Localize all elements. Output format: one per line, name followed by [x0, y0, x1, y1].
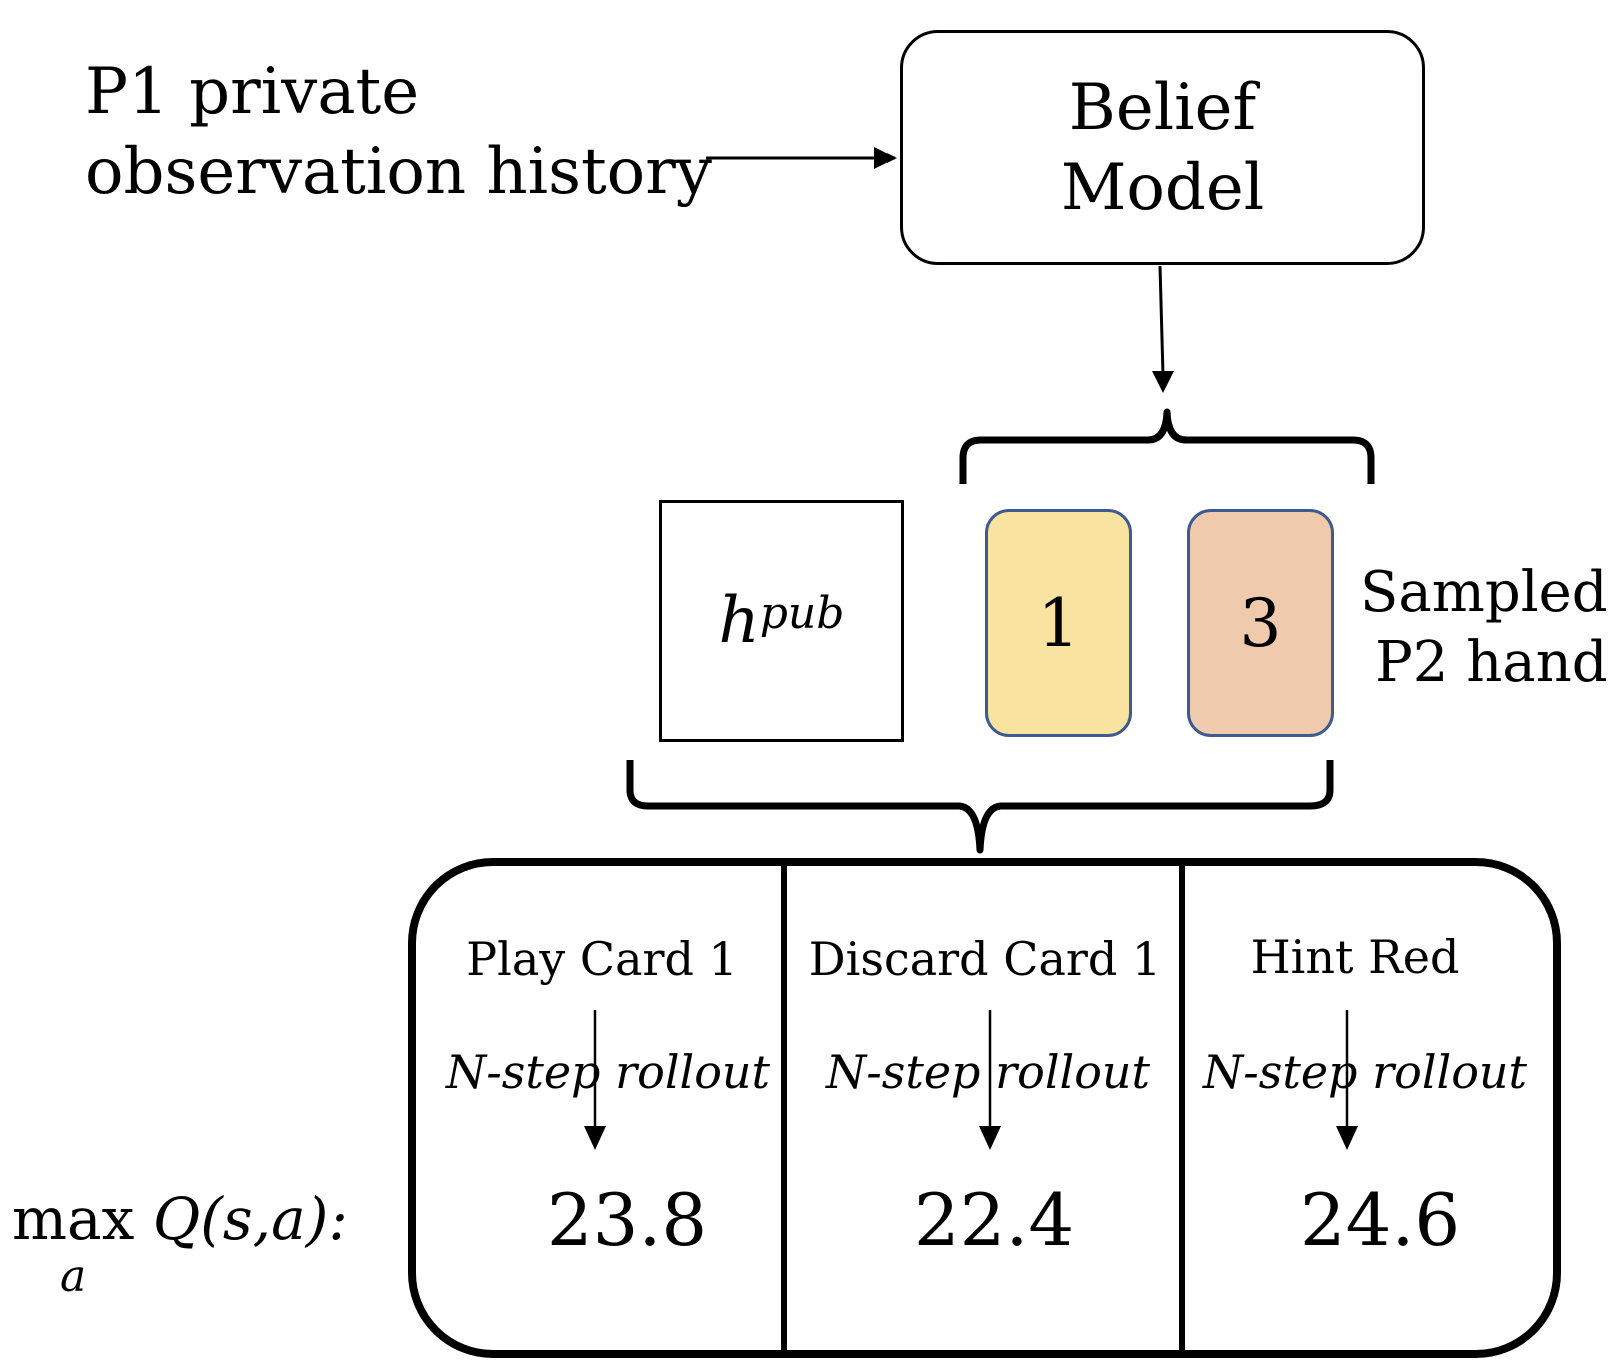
action-label-hint: Hint Red — [1250, 930, 1460, 984]
action-label-discard: Discard Card 1 — [808, 932, 1162, 986]
observation-line-1: P1 private — [85, 55, 420, 129]
q-value-discard: 22.4 — [913, 1178, 1075, 1262]
max-q-label: max a Q(s,a): — [12, 1185, 348, 1302]
q-value-hint: 24.6 — [1299, 1178, 1461, 1262]
rollout-label-hint: N-step rollout — [1202, 1045, 1528, 1099]
max-operator: max — [12, 1185, 135, 1253]
rollout-arrowhead-play — [584, 1126, 606, 1150]
action-evaluation-box — [408, 858, 1561, 1358]
obs-to-belief-arrowhead — [874, 147, 896, 169]
hand-brace — [959, 408, 1375, 484]
observation-history-label: P1 private observation history — [85, 52, 712, 212]
card-2: 3 — [1187, 509, 1334, 737]
belief-to-hand-arrowhead — [1152, 371, 1174, 393]
state-brace — [626, 760, 1334, 854]
card-2-value: 3 — [1239, 584, 1282, 662]
public-history-base: h — [718, 584, 760, 658]
q-expression: Q(s,a): — [152, 1185, 348, 1253]
card-1: 1 — [985, 509, 1132, 737]
observation-line-2: observation history — [85, 135, 712, 209]
rollout-label-play: N-step rollout — [445, 1045, 771, 1099]
belief-model-line-2: Model — [1060, 150, 1265, 225]
q-value-play: 23.8 — [546, 1178, 708, 1262]
rollout-arrowhead-hint — [1336, 1126, 1358, 1150]
belief-to-hand-arrow — [1158, 265, 1165, 376]
belief-model-box: Belief Model — [900, 30, 1425, 265]
rollout-arrowhead-discard — [979, 1126, 1001, 1150]
card-1-value: 1 — [1037, 584, 1080, 662]
belief-model-line-1: Belief — [1068, 70, 1257, 145]
sampled-line-1: Sampled — [1360, 560, 1608, 625]
rollout-label-discard: N-step rollout — [825, 1045, 1151, 1099]
public-history-superscript: pub — [759, 587, 845, 639]
sampled-hand-label: Sampled P2 hand — [1360, 558, 1608, 698]
max-subscript: a — [60, 1251, 87, 1302]
sampled-line-2: P2 hand — [1375, 630, 1608, 695]
action-label-play: Play Card 1 — [466, 932, 738, 986]
